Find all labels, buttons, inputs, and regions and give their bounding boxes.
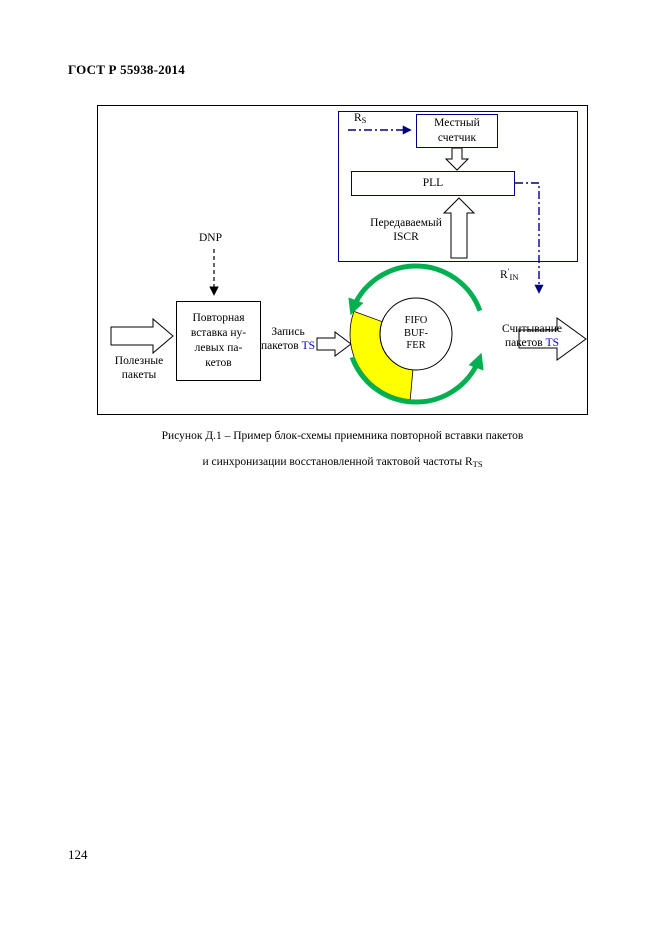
pll-output-dashdot-arrow — [515, 182, 544, 294]
dnp-label: DNP — [199, 232, 223, 244]
document-number: ГОСТ Р 55938-2014 — [68, 62, 185, 77]
iscr-to-pll-arrow — [442, 197, 476, 259]
local-counter-line: Местный — [434, 117, 480, 129]
caption-line2: и синхронизации восстановленной тактовой… — [202, 456, 483, 469]
pll-box: PLL — [351, 171, 515, 196]
null-packet-insertion-box: Повторная вставка ну- левых па- кетов — [176, 301, 261, 381]
fifo-buffer-circle — [379, 297, 453, 371]
counter-to-pll-arrow — [444, 147, 470, 171]
clock-recovery-frame — [338, 111, 578, 262]
page-number: 124 — [68, 847, 88, 862]
diagram-graphics — [110, 125, 587, 405]
read-flow-arrow — [518, 317, 587, 361]
rotation-arrow-bottom — [349, 352, 484, 405]
useful-packets-label: Полезные пакеты — [114, 355, 164, 381]
write-ts-text: TS — [301, 339, 315, 352]
write-flow-arrow — [316, 331, 352, 357]
figure-diagram: RS Местный счетчик PLL Передаваемый ISCR… — [97, 105, 588, 415]
null-packet-line: Повторная — [192, 312, 245, 324]
pll-label: PLL — [422, 177, 444, 189]
local-counter-box: Местный счетчик — [416, 114, 498, 148]
rs-label: RS — [354, 112, 367, 125]
read-packets-label: Считывание пакетов TS — [501, 323, 562, 349]
null-packet-line: кетов — [205, 357, 232, 369]
rotation-arrow-top — [348, 263, 483, 316]
fifo-buffer-label: FIFO BUF- FER — [404, 315, 428, 351]
rin-label: R′IN — [500, 266, 519, 282]
write-packets-label: Запись пакетов TS — [260, 326, 315, 352]
caption-line1: Рисунок Д.1 – Пример блок-схемы приемник… — [161, 430, 524, 442]
read-ts-text: TS — [545, 336, 559, 349]
null-packet-line: вставка ну- — [190, 327, 247, 339]
null-packet-line: левых па- — [194, 342, 243, 354]
figure-caption: Рисунок Д.1 – Пример блок-схемы приемник… — [97, 429, 588, 471]
local-counter-line: счетчик — [437, 132, 477, 144]
input-flow-arrow — [110, 317, 174, 355]
transmitted-iscr-label: Передаваемый ISCR — [370, 217, 442, 243]
